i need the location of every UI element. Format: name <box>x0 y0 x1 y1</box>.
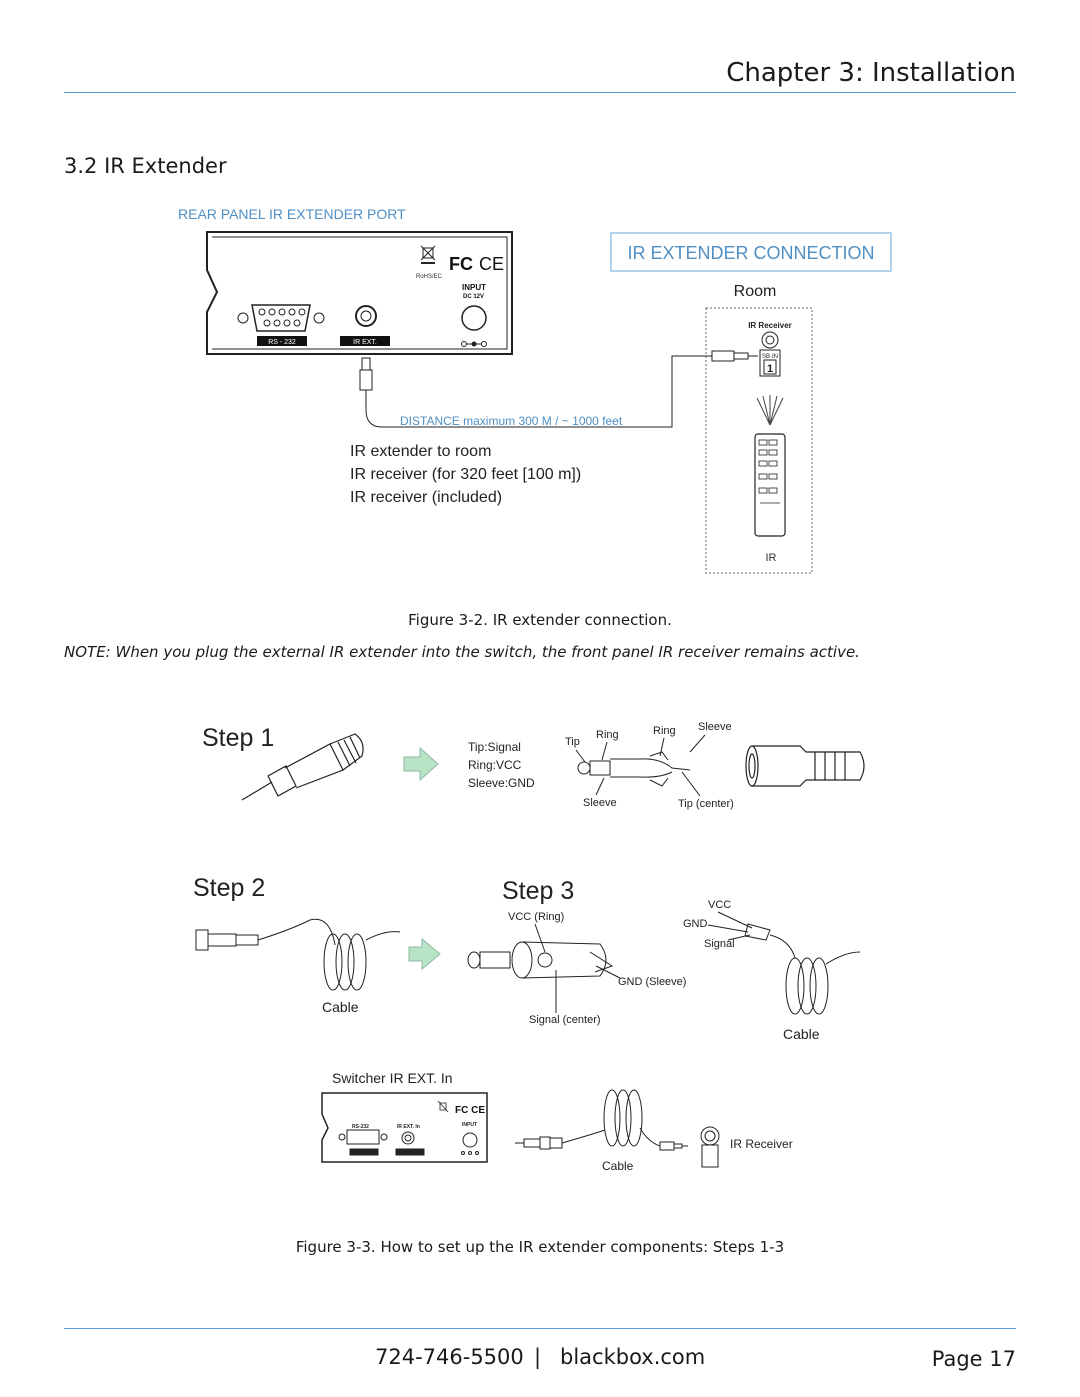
section-heading: 3.2 IR Extender <box>64 154 227 178</box>
ring-label-2: Ring <box>653 725 676 737</box>
mini-rs232-label: RS-232 <box>352 1124 369 1130</box>
ir-extender-steps-figure: Step 1 Tip:Signal Ring:VCC Sleeve:GND Ti… <box>193 721 865 1173</box>
footer-separator: | <box>534 1345 542 1369</box>
step1-plug-icon <box>241 733 364 801</box>
switcher-panel-icon <box>321 1092 488 1163</box>
room-label: Room <box>734 283 777 300</box>
dc12v-label: DC 12V <box>463 294 484 300</box>
sleeve-gnd-label: Sleeve:GND <box>468 776 535 790</box>
switcher-label: Switcher IR EXT. In <box>332 1070 453 1086</box>
fcc-mark-icon: FC <box>449 254 473 274</box>
note-text: NOTE: When you plug the external IR exte… <box>64 643 860 661</box>
gnd-sleeve-label: GND (Sleeve) <box>618 976 686 988</box>
step1-title: Step 1 <box>202 724 274 752</box>
disassembled-plug-icon <box>575 734 706 797</box>
port-number: 1 <box>767 363 773 375</box>
sleeve-top-label: Sleeve <box>698 721 732 733</box>
ce-mark-icon: CE <box>479 254 504 274</box>
footer-phone: 724-746-5500 <box>375 1345 524 1369</box>
legend-line-1: IR extender to room <box>350 443 491 460</box>
ir-signal-icon <box>756 395 784 426</box>
bottom-cable-label: Cable <box>602 1159 634 1173</box>
connection-title: IR EXTENDER CONNECTION <box>627 243 874 263</box>
tip-center-label: Tip (center) <box>678 798 734 810</box>
step3-cable-label: Cable <box>783 1026 820 1042</box>
page-number: Page 17 <box>931 1347 1016 1371</box>
signal-label: Signal <box>704 938 735 950</box>
figure-3-3-caption: Figure 3-3. How to set up the IR extende… <box>295 1238 785 1256</box>
footer-website[interactable]: blackbox.com <box>560 1345 706 1369</box>
polarity-icon <box>461 341 487 347</box>
receiver-cable-icon <box>515 1089 688 1151</box>
arrow-right-icon <box>403 746 439 782</box>
tip-signal-label: Tip:Signal <box>468 740 521 754</box>
extender-cable-drawing <box>359 350 758 428</box>
mini-fcc-ce-icon: FC CE <box>455 1105 485 1116</box>
ring-vcc-label: Ring:VCC <box>468 758 522 772</box>
connection-title-box <box>610 232 892 272</box>
step3-title: Step 3 <box>502 877 574 905</box>
remote-control-icon <box>754 433 786 537</box>
signal-center-label: Signal (center) <box>529 1014 601 1026</box>
tip-label: Tip <box>565 736 580 748</box>
ring-label-1: Ring <box>596 729 619 741</box>
ir-ext-jack-icon <box>355 305 377 327</box>
rs232-label: RS - 232 <box>268 339 296 346</box>
input-label: INPUT <box>462 283 486 292</box>
bottom-ir-receiver-label: IR Receiver <box>730 1137 793 1151</box>
rs232-port-icon <box>237 304 325 332</box>
ir-receiver-label: IR Receiver <box>748 321 792 330</box>
mini-irext-label: IR EXT. In <box>397 1124 420 1130</box>
power-jack-icon <box>461 305 487 331</box>
arrow-right-icon <box>408 937 441 971</box>
mini-weee-icon <box>437 1100 449 1113</box>
ir-receiver-icon <box>759 331 781 377</box>
plug-shell-icon <box>745 745 865 787</box>
sb-in-label: SB·IN <box>762 354 778 360</box>
step3-cable-icon <box>707 911 861 1015</box>
ir-receiver-icon <box>700 1126 720 1168</box>
legend-line-2: IR receiver (for 320 feet [100 m]) <box>350 466 581 483</box>
rohs-label: RoHS/EC <box>416 274 443 280</box>
figure-3-2-caption: Figure 3-2. IR extender connection. <box>408 611 672 629</box>
ir-extender-connection-figure: REAR PANEL IR EXTENDER PORT RoHS/EC FC C… <box>178 206 892 574</box>
room-box <box>705 307 813 574</box>
ir-ext-label: IR EXT. <box>353 339 377 346</box>
sleeve-bottom-label: Sleeve <box>583 797 617 809</box>
step3-plug-icon <box>467 923 621 1013</box>
step2-title: Step 2 <box>193 874 265 902</box>
vcc-ring-label: VCC (Ring) <box>508 911 564 923</box>
header-rule <box>64 92 1016 93</box>
step2-cable-label: Cable <box>322 999 359 1015</box>
vcc-label: VCC <box>708 899 731 911</box>
gnd-label: GND <box>683 918 708 930</box>
rear-panel-drawing: RoHS/EC FC CE INPUT DC 12V RS - 232 IR E… <box>206 231 513 355</box>
remote-label: IR <box>766 552 777 564</box>
mini-input-label: INPUT <box>462 1122 477 1128</box>
legend-line-3: IR receiver (included) <box>350 489 502 506</box>
rear-panel-title: REAR PANEL IR EXTENDER PORT <box>178 206 406 222</box>
chapter-title: Chapter 3: Installation <box>726 58 1016 88</box>
distance-label: DISTANCE maximum 300 M / ~ 1000 feet <box>400 414 623 428</box>
step2-cable-icon <box>195 918 401 991</box>
footer-rule <box>64 1328 1016 1329</box>
weee-icon <box>420 245 436 264</box>
